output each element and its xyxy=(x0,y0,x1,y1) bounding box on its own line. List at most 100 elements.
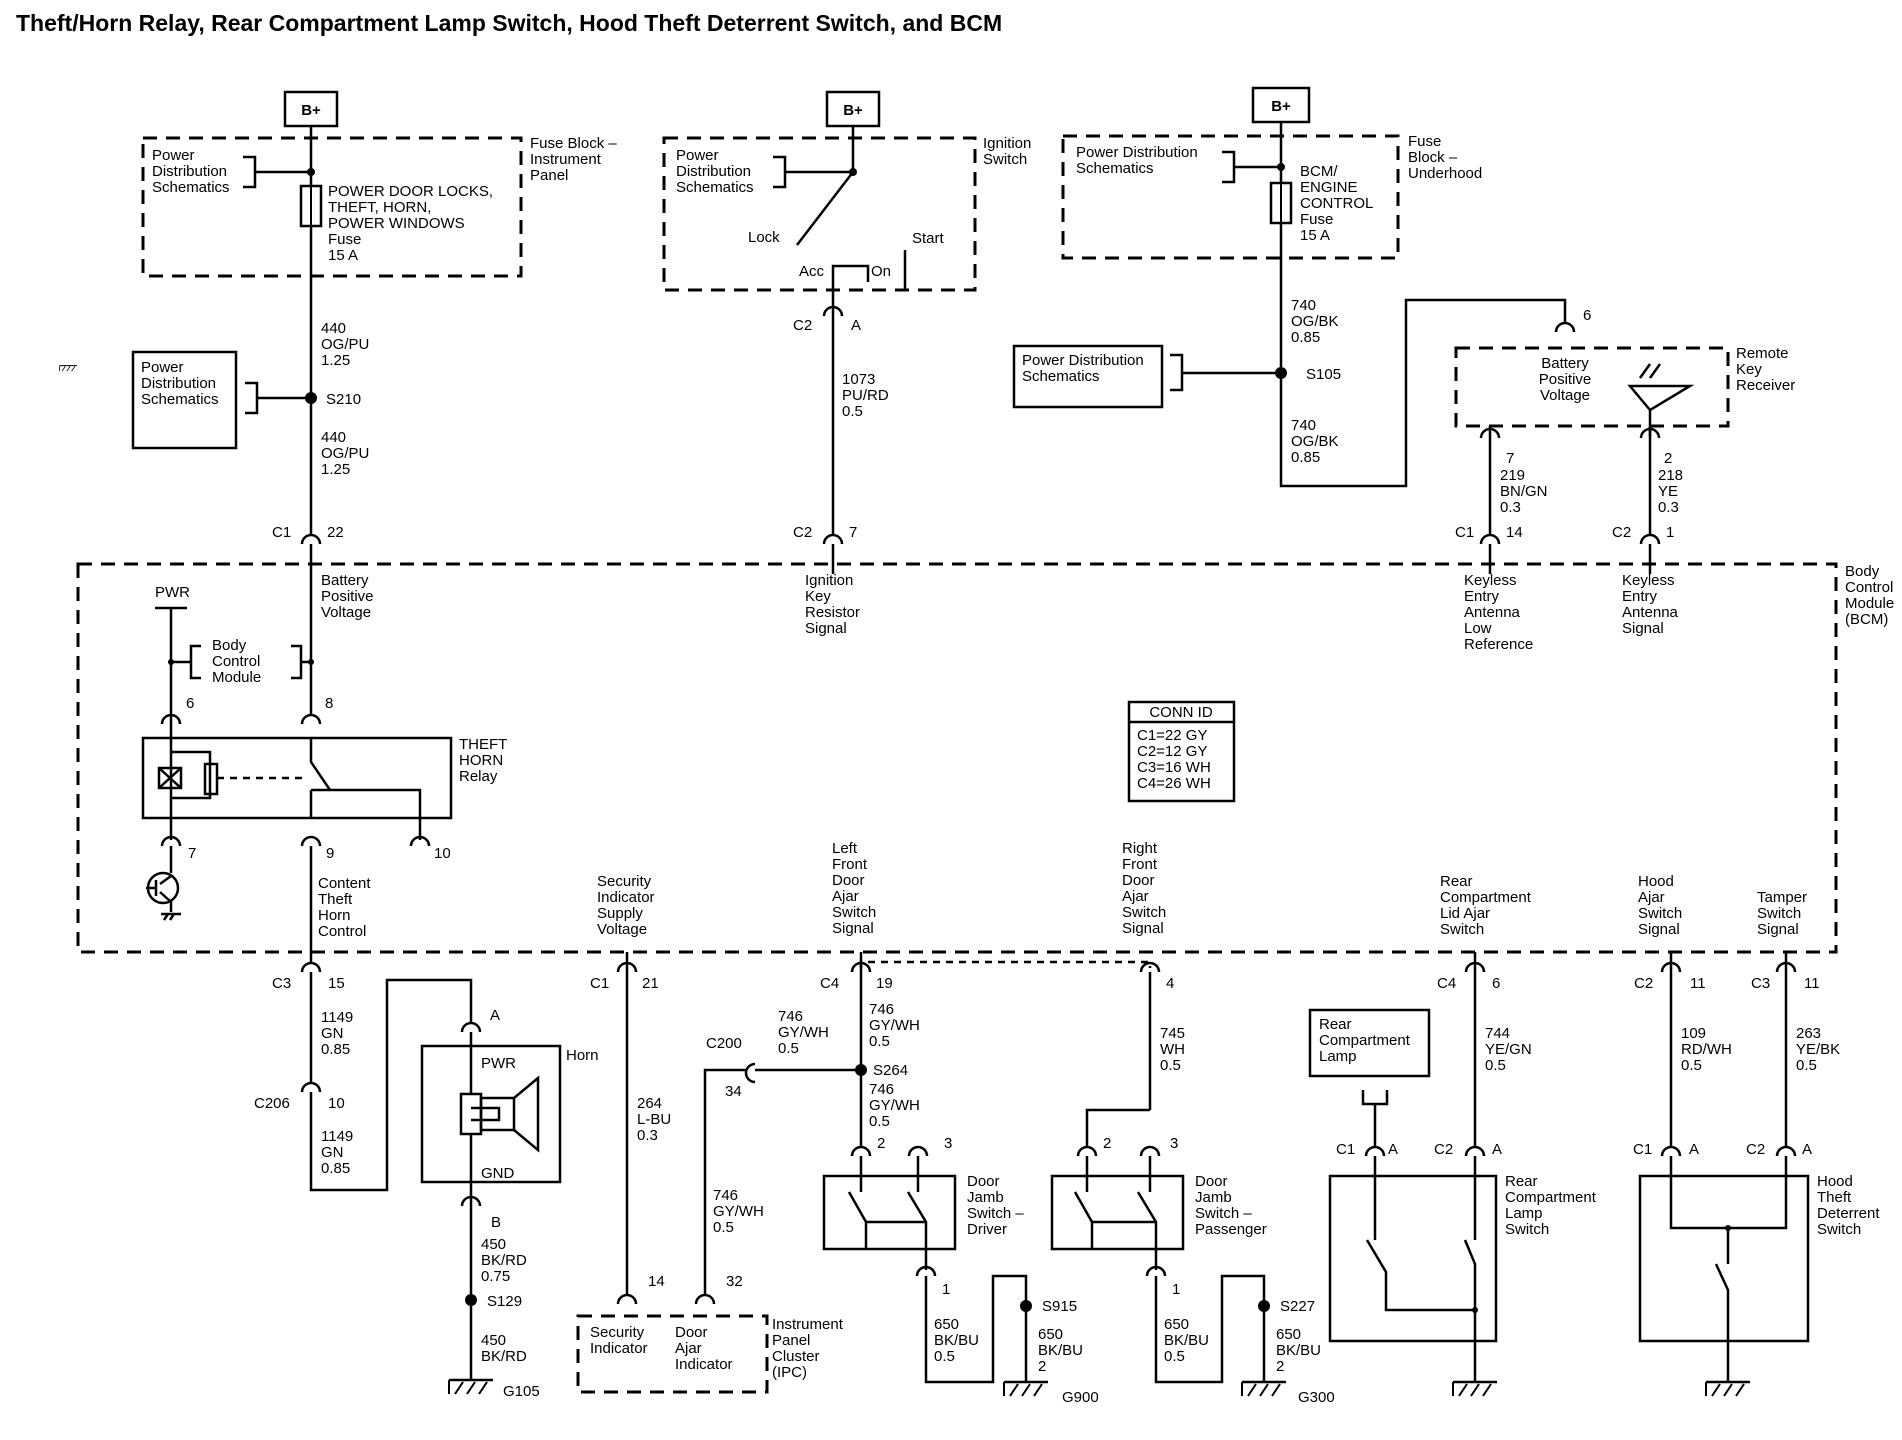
pin-7-label-relay: 7 xyxy=(188,845,196,862)
door-jamb-passenger-switch-icon xyxy=(1073,1156,1158,1249)
pin-a-label-ign: A xyxy=(851,317,861,334)
pin-19-label: 19 xyxy=(876,975,893,992)
splice-s915 xyxy=(1020,1300,1032,1312)
conn-c1-label-sec: C1 xyxy=(590,975,609,992)
svg-text:C4=26 WH: C4=26 WH xyxy=(1137,775,1211,792)
fuse-icon-2 xyxy=(1269,181,1293,225)
pin-2-label-rkr: 2 xyxy=(1664,450,1672,467)
door-jamb-passenger-box xyxy=(1050,1174,1185,1251)
ground-g105-icon xyxy=(447,1378,495,1396)
ground-g105-label: G105 xyxy=(503,1383,540,1400)
remote-key-receiver-outline xyxy=(1454,346,1730,428)
svg-text:C2=12 GY: C2=12 GY xyxy=(1137,743,1207,760)
pin-22-label: 22 xyxy=(327,524,344,541)
conn-c3-label-horn: C3 xyxy=(272,975,291,992)
splice-s227-label: S227 xyxy=(1280,1298,1315,1315)
pin-21-label: 21 xyxy=(642,975,659,992)
ground-g300-label: G300 xyxy=(1298,1389,1335,1406)
splice-s105-label: S105 xyxy=(1306,366,1341,383)
pin-8-label-relay: 8 xyxy=(325,695,333,712)
pin-1-label-drv: 1 xyxy=(942,1281,950,1298)
horn-pin-b-label: B xyxy=(491,1214,501,1231)
conn-c2-label-ign: C2 xyxy=(793,317,812,334)
conn-c200-label: C200 xyxy=(706,1035,742,1052)
ground-rear-icon xyxy=(1451,1380,1499,1398)
bcm-outline xyxy=(76,562,1838,954)
pin-2-label-pas: 2 xyxy=(1103,1135,1111,1152)
ground-g900-icon xyxy=(1002,1380,1050,1398)
horn-pwr-label: PWR xyxy=(481,1055,516,1072)
horn-pin-a-label: A xyxy=(490,1007,500,1024)
pin-3-label-pas: 3 xyxy=(1170,1135,1178,1152)
conn-c2-label-rkr: C2 xyxy=(1612,524,1631,541)
pin-34-label: 34 xyxy=(725,1083,742,1100)
pin-4-label: 4 xyxy=(1166,975,1174,992)
rear-compartment-lamp-box xyxy=(1308,1008,1431,1078)
ground-hood-icon xyxy=(1704,1380,1752,1398)
conn-c4-label-rear: C4 xyxy=(1437,975,1456,992)
splice-s210-label: S210 xyxy=(326,391,361,408)
lock-label: Lock xyxy=(748,229,780,246)
pin-9-label-relay: 9 xyxy=(326,845,334,862)
pin-14-label-rkr: 14 xyxy=(1506,524,1523,541)
pds-box-2 xyxy=(131,350,238,450)
pin-10-label-relay: 10 xyxy=(434,845,451,862)
horn-gnd-label: GND xyxy=(481,1165,515,1182)
svg-text:CONN ID: CONN ID xyxy=(1149,704,1213,721)
hood-theft-switch-box xyxy=(1638,1174,1810,1343)
pin-11-label-hood: 11 xyxy=(1690,975,1706,992)
pin-a-label-hood-2: A xyxy=(1802,1141,1812,1158)
conn-c3-label-tamper: C3 xyxy=(1751,975,1770,992)
splice-s129-label: S129 xyxy=(487,1293,522,1310)
splice-s129 xyxy=(465,1294,477,1306)
acc-label: Acc xyxy=(799,263,825,280)
pwr-label: PWR xyxy=(155,584,190,601)
ground-g900-label: G900 xyxy=(1062,1389,1099,1406)
splice-s210 xyxy=(305,392,317,404)
splice-s105 xyxy=(1275,367,1287,379)
pin-a-label-rear-1: A xyxy=(1388,1141,1398,1158)
conn-id-table: CONN ID C1=22 GY C2=12 GY C3=16 WH C4=26… xyxy=(1127,700,1236,803)
rear-lamp-switch-icon xyxy=(1365,1156,1477,1382)
splice-s227 xyxy=(1258,1300,1270,1312)
